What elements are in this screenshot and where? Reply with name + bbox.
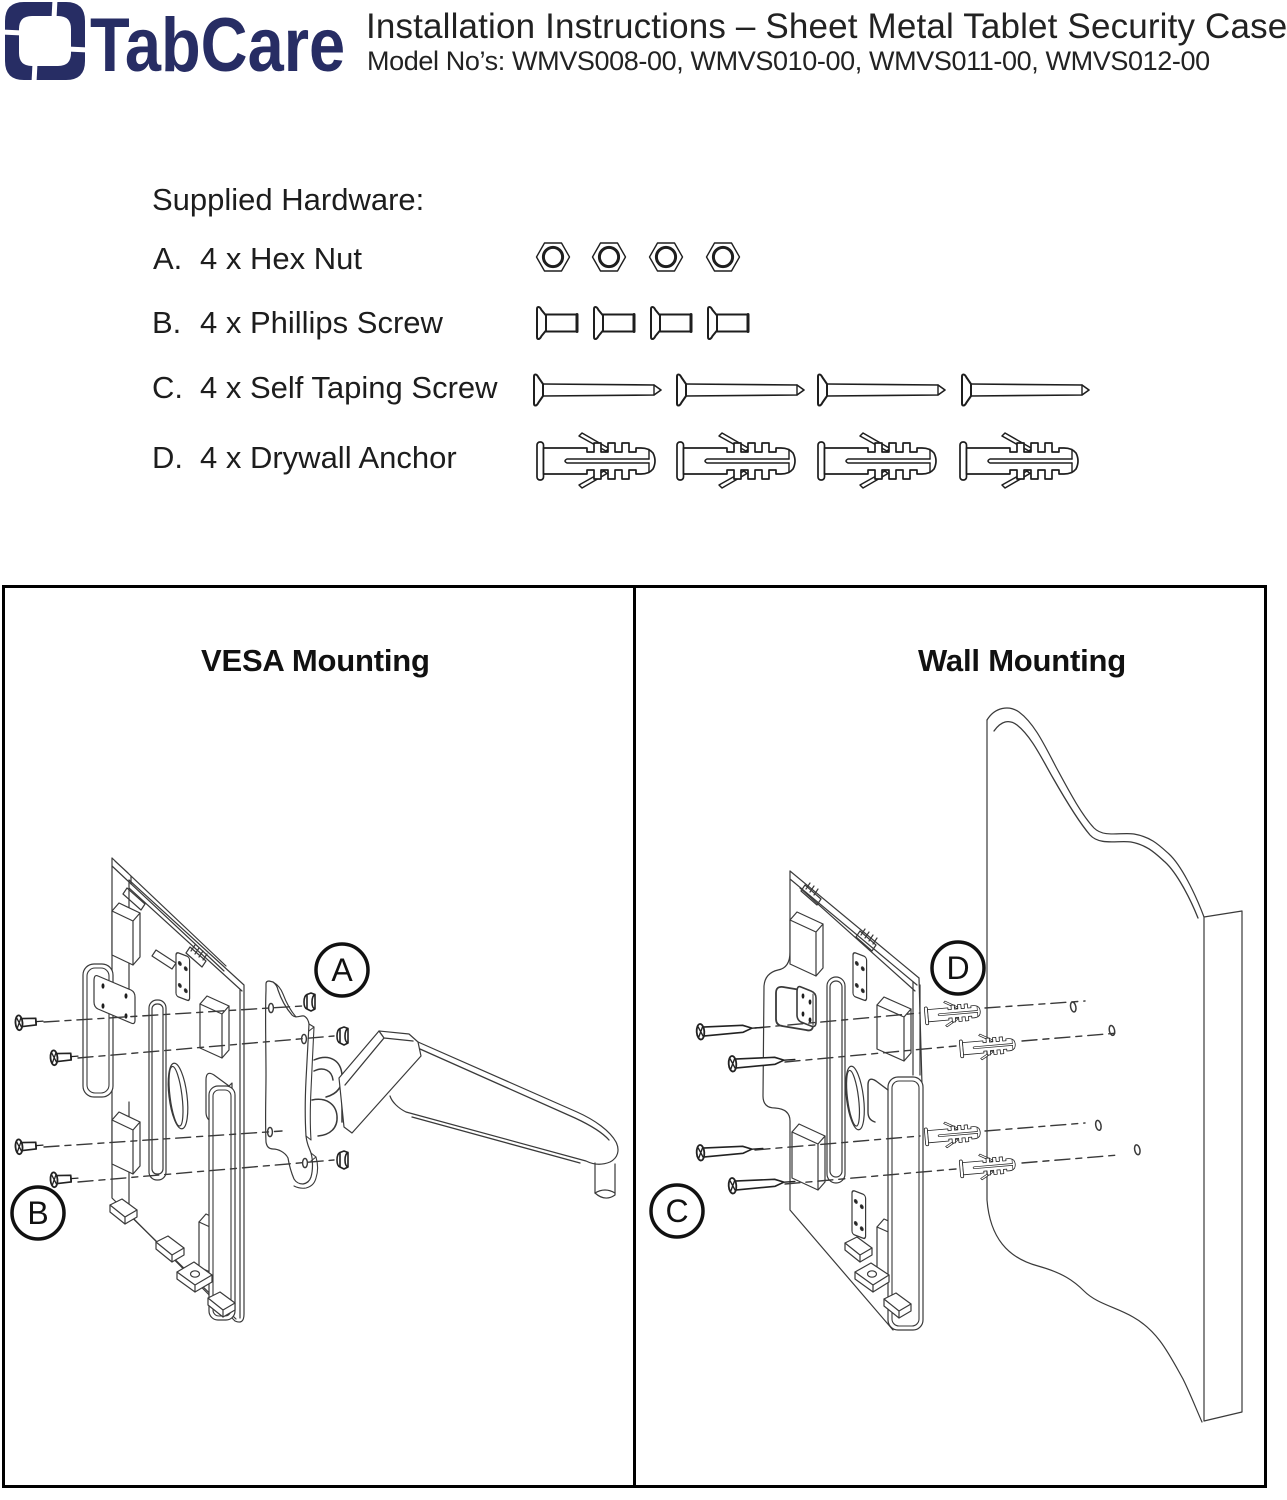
- svg-text:A: A: [331, 952, 353, 988]
- svg-text:C: C: [665, 1193, 688, 1229]
- svg-text:TabCare: TabCare: [90, 2, 345, 83]
- svg-text:B: B: [27, 1195, 48, 1231]
- svg-text:D: D: [946, 950, 969, 986]
